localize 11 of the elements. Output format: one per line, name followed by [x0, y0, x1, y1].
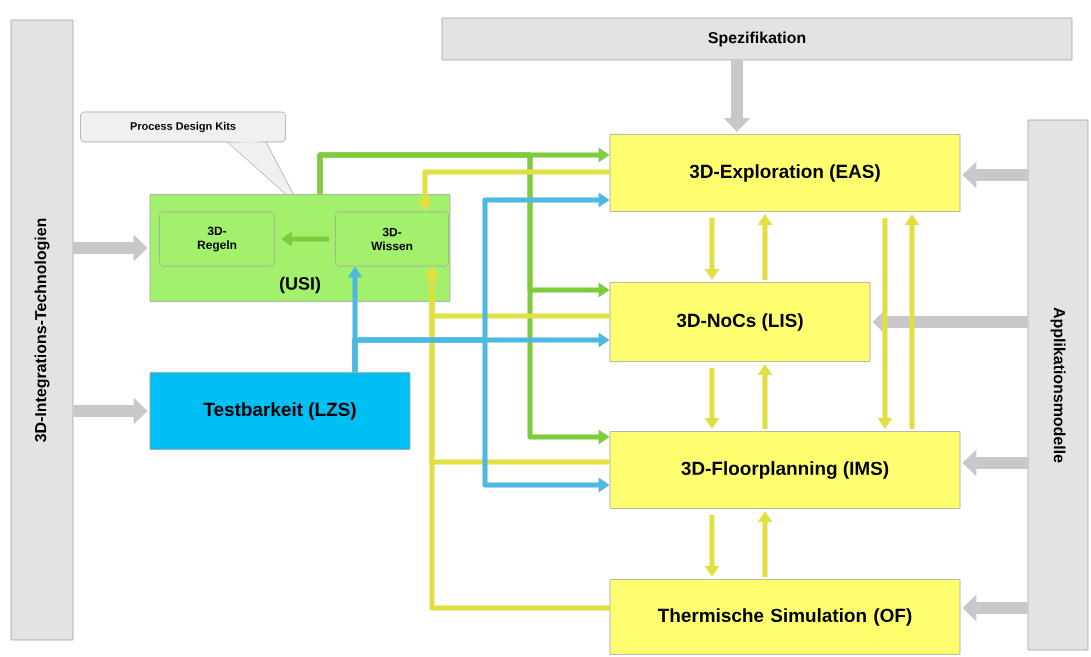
process-box: 3D-NoCs (LIS): [609, 282, 871, 362]
process-box: 3D-Floorplanning (IMS): [609, 431, 961, 509]
banner: Spezifikation: [441, 17, 1073, 61]
sub-box: 3D-Regeln: [159, 211, 275, 267]
side-banner: 3D-Integrations-Technologien: [10, 19, 74, 641]
side-banner: Applikationsmodelle: [1027, 119, 1089, 651]
process-box: 3D-Exploration (EAS): [609, 134, 961, 212]
callout: Process Design Kits: [80, 111, 301, 208]
process-box: Testbarkeit (LZS): [149, 372, 411, 450]
process-box: Thermische Simulation (OF): [609, 579, 961, 655]
sub-box: 3D-Wissen: [335, 211, 449, 267]
